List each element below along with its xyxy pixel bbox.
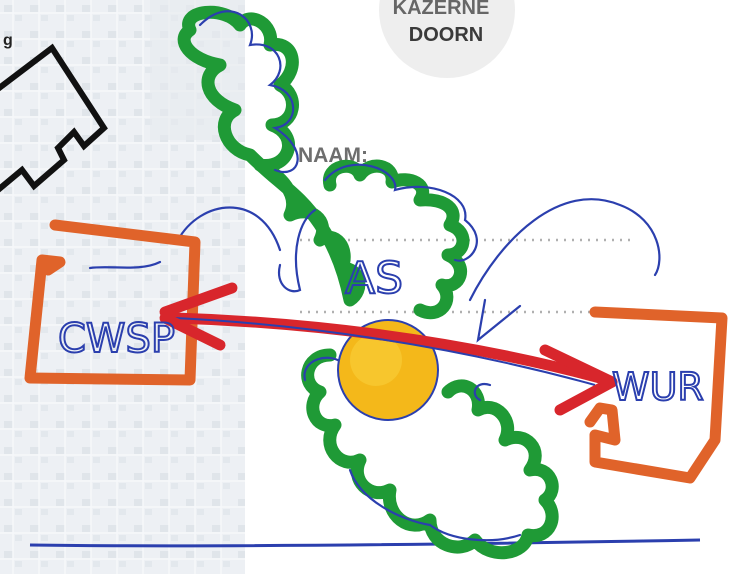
double-arrow <box>159 282 618 416</box>
left-box <box>24 219 201 386</box>
left-box-label: CWSP <box>58 316 175 362</box>
badge-line2: DOORN <box>409 24 483 46</box>
green-cloud-right <box>323 159 470 320</box>
badge: KAZERNE DOORN <box>379 0 515 78</box>
badge-line1: KAZERNE <box>393 0 490 19</box>
building-outline <box>0 43 108 193</box>
right-box-label: WUR <box>612 365 704 409</box>
bottom-ink-line <box>29 538 701 548</box>
right-box <box>584 306 728 484</box>
field-value: AS <box>345 253 403 304</box>
corner-fragment: g <box>3 32 13 49</box>
green-cloud-upper <box>177 5 366 307</box>
